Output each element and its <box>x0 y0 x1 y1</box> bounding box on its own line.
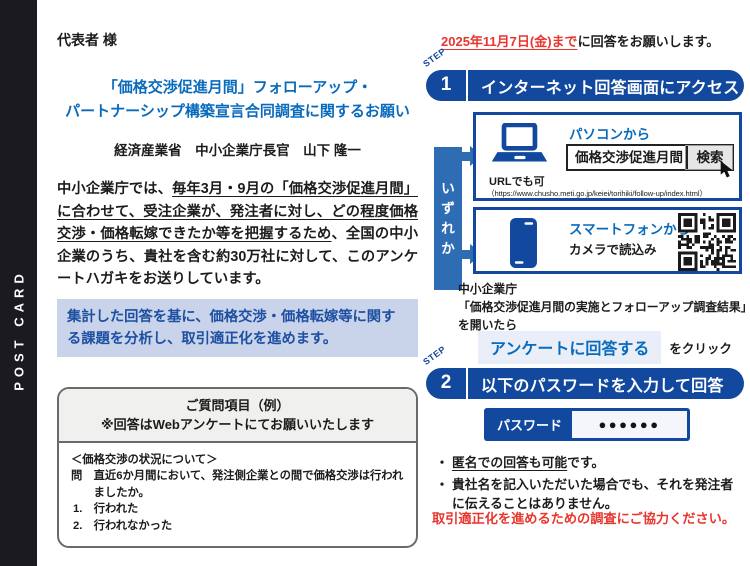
step1-step-word: STEP <box>421 45 448 69</box>
letter-column: 代表者 様 「価格交渉促進月間」フォローアップ・ パートナーシップ構築宣言合同調… <box>57 30 418 549</box>
question-sample-card: ご質問項目（例） ※回答はWebアンケートにてお願いいたします ＜価格交渉の状況… <box>57 386 418 549</box>
highlight-note: 集計した回答を基に、価格交渉・価格転嫁等に関する課題を分析し、取引適正化を進めま… <box>57 298 418 357</box>
either-ribbon: いずれか <box>434 147 462 290</box>
pc-heading: パソコンから <box>569 127 650 142</box>
step2-step-word: STEP <box>421 343 448 367</box>
letter-title-line1: 「価格交渉促進月間」フォローアップ・ <box>102 79 373 96</box>
addressee: 代表者 様 <box>57 32 117 48</box>
step2-title: 以下のパスワードを入力して回答 <box>481 377 724 395</box>
sender-line: 経済産業省 中小企業庁長官 山下 隆一 <box>114 143 361 158</box>
open-instruction-line3: を開いたら <box>458 318 517 332</box>
open-instruction-line2: 「価格交渉促進月間の実施とフォローアップ調査結果」 <box>458 300 750 314</box>
letter-title-line2: パートナーシップ構築宣言合同調査に関するお願い <box>65 103 410 120</box>
search-button[interactable]: 検索 <box>685 145 733 170</box>
bullet-marker: ・ <box>435 477 449 492</box>
answer-button-row: アンケートに回答する をクリック <box>478 331 732 364</box>
body-paragraph: 中小企業庁では、毎年3月・9月の「価格交渉促進月間」に合わせて、受注企業が、発注… <box>57 178 418 291</box>
note-anonymous-rest: です。 <box>567 455 605 470</box>
search-input[interactable]: 価格交渉促進月間 <box>575 150 683 165</box>
smartphone-access-box: スマートフォンから カメラで読込み <box>473 207 742 274</box>
note-item-anonymous: ・ 匿名での回答も可能です。 <box>432 453 744 472</box>
open-instruction: 中小企業庁 「価格交渉促進月間の実施とフォローアップ調査結果」 を開いたら <box>458 280 750 334</box>
click-note: をクリック <box>669 342 732 356</box>
question-card-body: ＜価格交渉の状況について＞ 問 直近6か月間において、発注側企業との間で価格交渉… <box>59 443 416 547</box>
deadline-rest: に回答をお願いします。 <box>577 34 720 49</box>
letter-title: 「価格交渉促進月間」フォローアップ・ パートナーシップ構築宣言合同調査に関するお… <box>57 76 418 124</box>
note-anonymous-underlined: 匿名での回答も可能 <box>452 455 568 470</box>
instruction-column: 2025年11月7日(金)までに回答をお願いします。 STEP 1 インターネッ… <box>421 0 750 566</box>
qr-code-icon <box>678 213 736 271</box>
notes-list: ・ 匿名での回答も可能です。 ・ 貴社名を記入いただいた場合でも、それを発注者に… <box>432 453 744 516</box>
note-confidential-text: 貴社名を記入いただいた場合でも、それを発注者に伝えることはありません。 <box>452 477 734 511</box>
question-card-header: ご質問項目（例） ※回答はWebアンケートにてお願いいたします <box>59 388 416 443</box>
paragraph-seg3: 、全国の中小企業のうち、貴社を含む約30万社に対して、このアンケートハガキをお送… <box>57 226 419 288</box>
mouse-cursor-icon <box>719 161 736 183</box>
step1-title: インターネット回答画面にアクセス <box>481 79 740 97</box>
question-card-header-line2: ※回答はWebアンケートにてお願いいたします <box>101 416 374 432</box>
password-widget: パスワード ●●●●●● <box>484 408 690 441</box>
deadline-line: 2025年11月7日(金)までに回答をお願いします。 <box>441 31 719 50</box>
question-section-label: ＜価格交渉の状況について＞ <box>71 453 218 466</box>
step1-banner: STEP 1 インターネット回答画面にアクセス <box>421 46 744 101</box>
either-label: いずれか <box>441 180 455 256</box>
laptop-icon <box>489 122 549 173</box>
password-field: ●●●●●● <box>572 411 687 438</box>
question-card-header-line1: ご質問項目（例） <box>185 397 290 413</box>
url-note: URLでも可 <box>489 176 545 188</box>
smartphone-heading: スマートフォンから <box>569 222 691 237</box>
question-text: 問 直近6か月間において、発注側企業との間で価格交渉は行われましたか。 <box>71 470 404 499</box>
step2-number: 2 <box>426 368 468 399</box>
postcard-edge-strip: POST CARD <box>0 0 37 566</box>
question-option-2: 2. 行われなかった <box>73 519 173 532</box>
step1-number: 1 <box>426 70 468 101</box>
bullet-marker: ・ <box>435 455 449 470</box>
paragraph-seg1: 中小企業庁では、 <box>57 181 173 197</box>
search-box[interactable]: 価格交渉促進月間 検索 <box>566 144 734 171</box>
answer-survey-button[interactable]: アンケートに回答する <box>478 331 662 364</box>
camera-note: カメラで読込み <box>569 243 657 257</box>
deadline-date: 2025年11月7日(金)まで <box>441 34 578 49</box>
cooperation-callout: 取引適正化を進めるための調査にご協力ください。 <box>432 511 736 526</box>
survey-url[interactable]: （https://www.chusho.meti.go.jp/keiei/tor… <box>487 189 707 198</box>
post-card-label: POST CARD <box>11 269 26 391</box>
open-instruction-line1: 中小企業庁 <box>458 282 517 296</box>
password-label: パスワード <box>496 418 562 433</box>
note-item-confidential: ・ 貴社名を記入いただいた場合でも、それを発注者に伝えることはありません。 <box>432 475 744 513</box>
step2-banner: STEP 2 以下のパスワードを入力して回答 <box>421 344 744 399</box>
pc-access-box: パソコンから 価格交渉促進月間 検索 URLでも可 （https://www.c… <box>473 112 742 201</box>
smartphone-icon <box>509 217 538 274</box>
paragraph-underlined: 毎年3月・9月の「価格交渉促進月間」に合わせて、受注企業が、発注者に対し、どの程… <box>57 181 419 243</box>
question-option-1: 1. 行われた <box>73 503 139 516</box>
